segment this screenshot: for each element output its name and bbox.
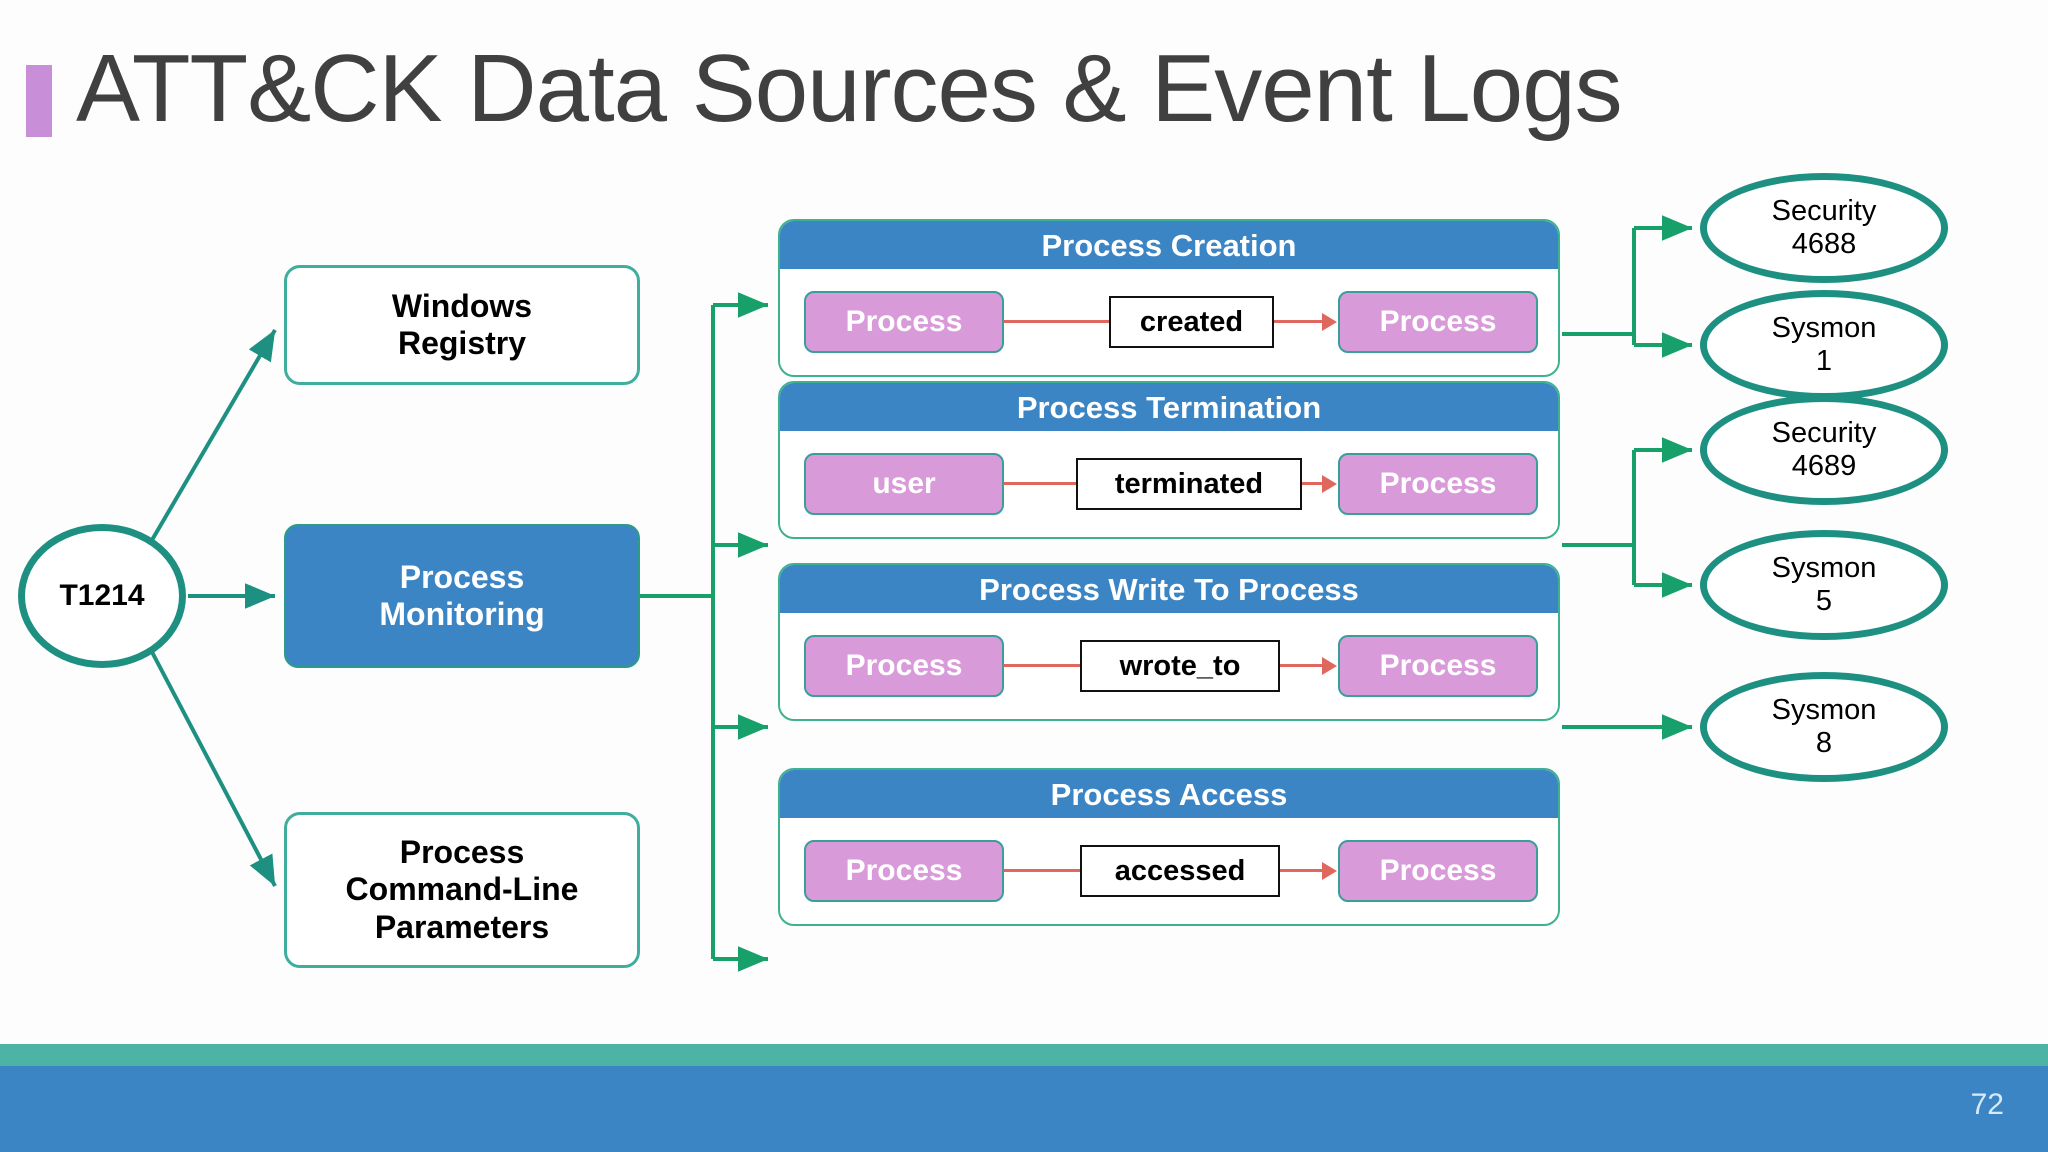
data-source-label: Process Command-Line Parameters — [346, 834, 579, 946]
event-log-label: Security 4688 — [1772, 195, 1877, 261]
relation-arrowhead-icon — [1322, 657, 1337, 675]
relation-line-right — [1280, 664, 1322, 667]
relation-line-left — [1004, 664, 1080, 667]
relation-arrowhead-icon — [1322, 862, 1337, 880]
event-log-id: 5 — [1815, 585, 1833, 617]
edge-t1214-to-cmdline-params — [150, 651, 277, 887]
relationship-panel-process-termination[interactable]: Process Termination user terminated Proc… — [778, 381, 1560, 539]
event-log-source: Sysmon — [1771, 552, 1877, 585]
relation-predicate: terminated — [1076, 458, 1302, 510]
relation-line-right — [1274, 320, 1322, 323]
event-log-source: Sysmon — [1771, 312, 1877, 345]
event-log-sysmon-8[interactable]: Sysmon 8 — [1700, 672, 1948, 782]
entity-subject: Process — [804, 635, 1004, 697]
event-log-id: 8 — [1815, 727, 1833, 759]
data-source-line-2: Command-Line — [345, 871, 579, 908]
title-accent-bar — [26, 65, 52, 137]
data-source-label: Windows Registry — [392, 288, 532, 363]
panel-header: Process Creation — [780, 221, 1558, 269]
relationship-panel-process-creation[interactable]: Process Creation Process created Process — [778, 219, 1560, 377]
entity-object: Process — [1338, 840, 1538, 902]
relationship-panel-process-access[interactable]: Process Access Process accessed Process — [778, 768, 1560, 926]
data-source-line-2: Registry — [397, 325, 527, 361]
data-source-line-1: Process — [399, 558, 525, 595]
data-source-label: Process Monitoring — [379, 559, 544, 634]
relation-line-left — [1004, 482, 1076, 485]
data-source-process-command-line-parameters[interactable]: Process Command-Line Parameters — [284, 812, 640, 968]
event-log-label: Sysmon 8 — [1772, 694, 1877, 760]
page-title: ATT&CK Data Sources & Event Logs — [76, 35, 1623, 142]
event-log-source: Security — [1771, 417, 1877, 450]
technique-id-label: T1214 — [59, 579, 145, 612]
relation-line-left — [1004, 869, 1080, 872]
edge-t1214-to-windows-registry — [150, 328, 277, 542]
event-log-source: Security — [1771, 195, 1877, 228]
event-log-id: 1 — [1815, 345, 1833, 377]
data-source-line-1: Process — [399, 833, 525, 870]
entity-object: Process — [1338, 291, 1538, 353]
entity-object: Process — [1338, 453, 1538, 515]
event-log-label: Sysmon 1 — [1772, 312, 1877, 378]
relation-predicate: accessed — [1080, 845, 1280, 897]
event-log-security-4689[interactable]: Security 4689 — [1700, 395, 1948, 505]
relation-line-right — [1302, 482, 1322, 485]
relation-predicate: created — [1109, 296, 1274, 348]
panel-body: Process created Process — [780, 269, 1558, 375]
panel-header: Process Termination — [780, 383, 1558, 431]
entity-object: Process — [1338, 635, 1538, 697]
relation-arrowhead-icon — [1322, 475, 1337, 493]
event-log-security-4688[interactable]: Security 4688 — [1700, 173, 1948, 283]
relation-line-right — [1280, 869, 1322, 872]
page-number: 72 — [1970, 1088, 2004, 1121]
panel-body: Process wrote_to Process — [780, 613, 1558, 719]
entity-subject: Process — [804, 291, 1004, 353]
event-log-id: 4689 — [1791, 450, 1857, 482]
relation-line-left — [1004, 320, 1109, 323]
entity-subject: user — [804, 453, 1004, 515]
panel-header: Process Write To Process — [780, 565, 1558, 613]
relation-arrowhead-icon — [1322, 313, 1337, 331]
data-source-line-2: Monitoring — [379, 596, 545, 632]
event-log-sysmon-1[interactable]: Sysmon 1 — [1700, 290, 1948, 400]
technique-node-t1214[interactable]: T1214 — [18, 524, 186, 668]
footer-band — [0, 1066, 2048, 1152]
footer-accent-band — [0, 1044, 2048, 1066]
data-source-windows-registry[interactable]: Windows Registry — [284, 265, 640, 385]
data-source-process-monitoring[interactable]: Process Monitoring — [284, 524, 640, 668]
entity-subject: Process — [804, 840, 1004, 902]
panel-body: Process accessed Process — [780, 818, 1558, 924]
event-log-label: Security 4689 — [1772, 417, 1877, 483]
relationship-panel-process-write-to-process[interactable]: Process Write To Process Process wrote_t… — [778, 563, 1560, 721]
data-source-line-1: Windows — [391, 287, 533, 324]
event-log-sysmon-5[interactable]: Sysmon 5 — [1700, 530, 1948, 640]
data-source-line-3: Parameters — [374, 908, 550, 945]
relation-predicate: wrote_to — [1080, 640, 1280, 692]
event-log-source: Sysmon — [1771, 694, 1877, 727]
panel-header: Process Access — [780, 770, 1558, 818]
event-log-label: Sysmon 5 — [1772, 552, 1877, 618]
event-log-id: 4688 — [1791, 228, 1857, 260]
panel-body: user terminated Process — [780, 431, 1558, 537]
